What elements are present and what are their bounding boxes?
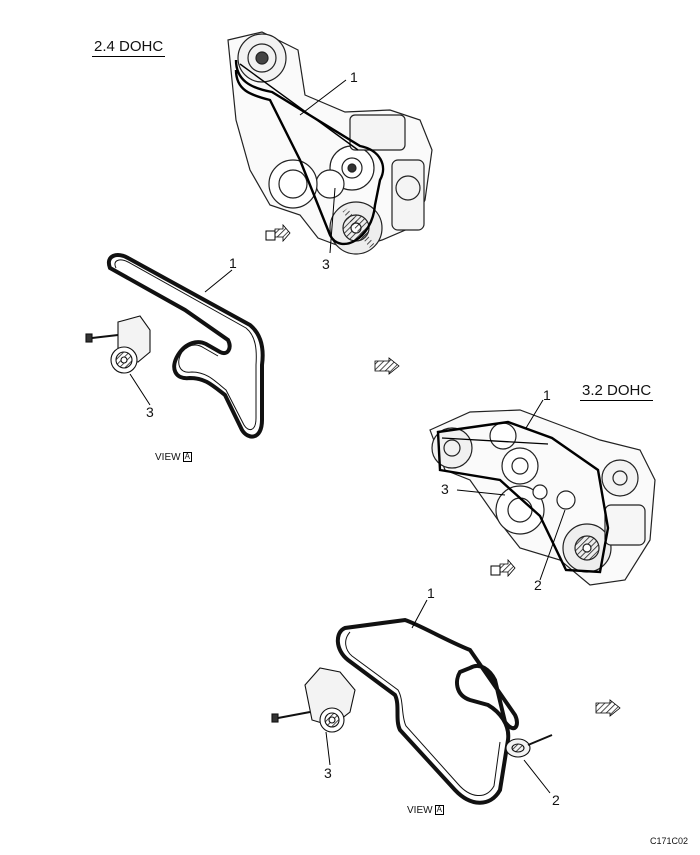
- heading-2-4-dohc: 2.4 DOHC: [92, 38, 166, 57]
- callout-1: 1: [427, 585, 435, 601]
- callout-3: 3: [324, 765, 332, 781]
- leader-line: [523, 759, 551, 794]
- callout-1: 1: [229, 255, 237, 271]
- front-arrow-icon: [595, 699, 621, 717]
- belt-view-a-2-4: [106, 253, 265, 439]
- leader-line: [329, 187, 336, 254]
- tensioner-2-4: [85, 315, 151, 374]
- callout-1: 1: [350, 69, 358, 85]
- view-label: VIEW: [155, 452, 181, 463]
- callout-3: 3: [322, 256, 330, 272]
- leader-line: [129, 373, 151, 406]
- leader-line: [539, 509, 566, 581]
- engine-3-2-assembly: [429, 409, 656, 586]
- engine-2-4-assembly: [227, 31, 433, 255]
- view-box-letter: A: [182, 452, 192, 462]
- callout-2: 2: [552, 792, 560, 808]
- callout-1: 1: [543, 387, 551, 403]
- callout-3: 3: [441, 481, 449, 497]
- leader-line: [456, 489, 506, 496]
- leader-line: [299, 79, 347, 116]
- belt-view-a-3-2: [335, 617, 519, 805]
- callout-3: 3: [146, 404, 154, 420]
- view-a-arrow-icon: [265, 224, 291, 242]
- view-label: VIEW: [407, 805, 433, 816]
- callout-2: 2: [534, 577, 542, 593]
- leader-line: [325, 731, 331, 766]
- leader-line: [204, 269, 233, 293]
- view-a-arrow-icon: [490, 559, 516, 577]
- idler-pulley-3-2: [505, 734, 553, 758]
- figure-code: C171C02: [650, 836, 689, 846]
- tensioner-3-2: [271, 667, 356, 733]
- view-box-letter: A: [434, 805, 444, 815]
- leader-line: [525, 399, 544, 429]
- heading-3-2-dohc: 3.2 DOHC: [580, 382, 654, 401]
- leader-line: [411, 599, 428, 629]
- front-arrow-icon: [374, 357, 400, 375]
